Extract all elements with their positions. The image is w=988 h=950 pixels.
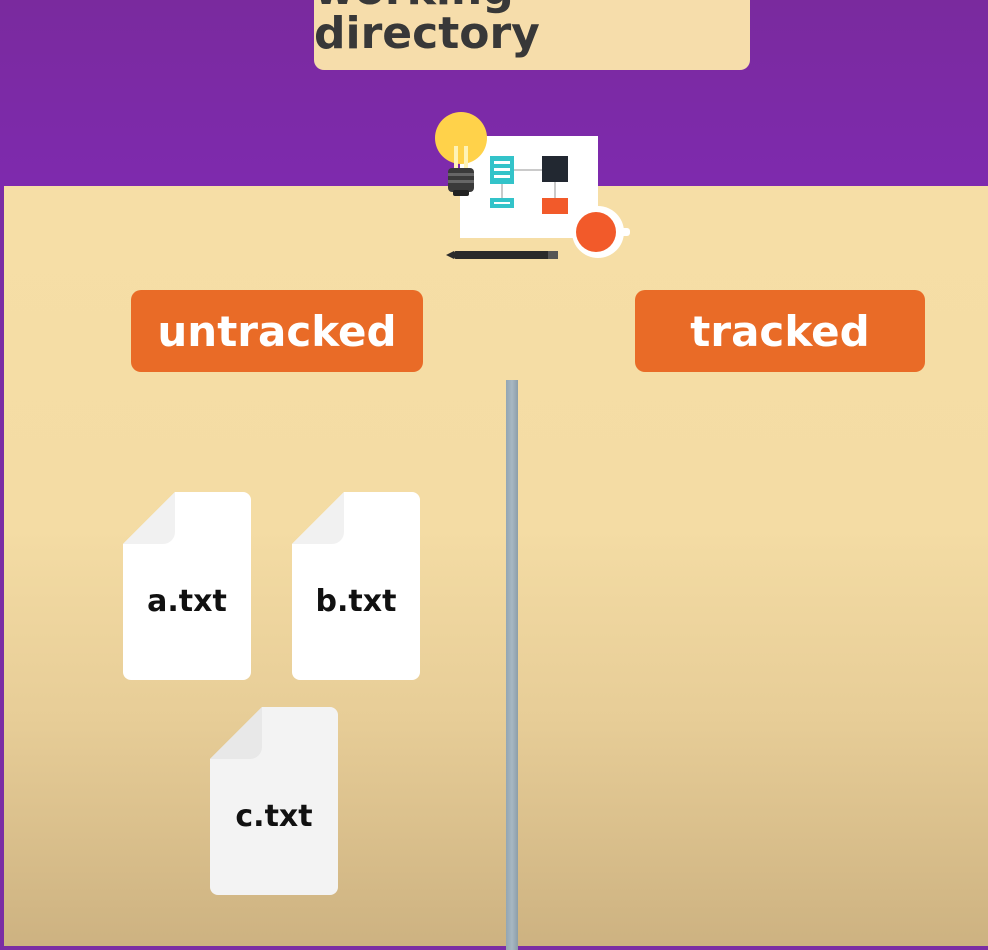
file-icon	[210, 707, 338, 895]
file-name: b.txt	[315, 584, 397, 619]
file-c[interactable]: c.txt	[210, 707, 338, 895]
page-title: working directory	[314, 0, 540, 59]
pen-icon	[446, 251, 558, 259]
title-plate: working directory	[314, 0, 750, 70]
file-icon	[123, 492, 251, 680]
area-divider	[506, 380, 518, 950]
tracked-label-text: tracked	[690, 306, 870, 356]
untracked-label-text: untracked	[157, 306, 397, 356]
file-name: a.txt	[147, 584, 227, 619]
file-name: c.txt	[235, 799, 313, 834]
file-b[interactable]: b.txt	[292, 492, 420, 680]
tracked-label: tracked	[635, 290, 925, 372]
file-a[interactable]: a.txt	[123, 492, 251, 680]
untracked-label: untracked	[131, 290, 423, 372]
file-icon	[292, 492, 420, 680]
coffee-cup-icon	[572, 206, 630, 258]
lightbulb-icon	[435, 112, 487, 196]
desk-illustration	[435, 112, 630, 259]
